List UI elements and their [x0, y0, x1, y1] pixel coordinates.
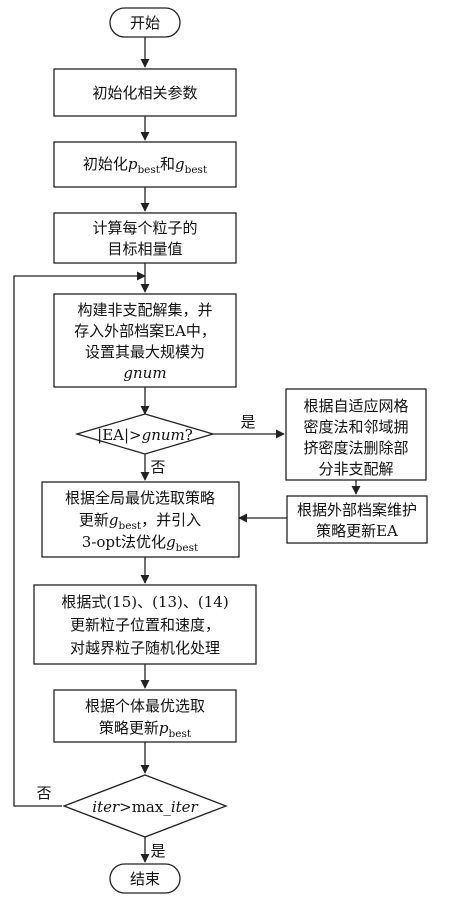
decision-iter-node: iter>max_iter	[62, 774, 228, 838]
init-best-label: 初始化pbest和gbest	[83, 155, 208, 176]
ea-no-label: 否	[150, 458, 165, 476]
delete-line1: 根据自适应网格	[303, 397, 408, 415]
edge-iter-no-loop	[13, 271, 146, 807]
particles-line2: 更新粒子位置和速度，	[70, 616, 220, 634]
end-label: 结束	[130, 870, 160, 888]
pbest-line2: 策略更新pbest	[99, 719, 192, 740]
start-label: 开始	[130, 14, 160, 32]
delete-line3: 挤密度法删除部	[303, 439, 408, 457]
pbest-line1: 根据个体最优选取	[85, 697, 205, 715]
init-best-node: 初始化pbest和gbest	[53, 141, 237, 188]
compute-fitness-line1: 计算每个粒子的	[92, 219, 197, 237]
build-nondominated-node: 构建非支配解集，并 存入外部档案EA中， 设置其最大规模为 gnum	[53, 293, 237, 388]
decision-ea-label: |EA|>gnum?	[97, 426, 193, 444]
compute-fitness-node: 计算每个粒子的 目标相量值	[53, 212, 237, 264]
decision-ea-node: |EA|>gnum?	[74, 413, 216, 455]
delete-solutions-node: 根据自适应网格 密度法和邻域拥 挤密度法删除部 分非支配解	[285, 388, 427, 481]
update-gbest-node: 根据全局最优选取策略 更新gbest，并引入 3-opt法优化gbest	[41, 481, 240, 558]
end-node: 结束	[109, 863, 181, 894]
gbest-line2: 更新gbest，并引入	[79, 511, 201, 532]
compute-fitness-line2: 目标相量值	[107, 240, 182, 258]
delete-line2: 密度法和邻域拥	[303, 418, 408, 436]
gbest-line3: 3-opt法优化gbest	[82, 533, 199, 554]
particles-line3: 对越界粒子随机化处理	[70, 639, 220, 657]
build-line2: 存入外部档案EA中，	[74, 322, 216, 340]
build-line1: 构建非支配解集，并	[77, 301, 212, 319]
ea-yes-label: 是	[240, 413, 255, 431]
decision-iter-label: iter>max_iter	[92, 798, 198, 816]
update-particles-node: 根据式(15)、(13)、(14) 更新粒子位置和速度， 对越界粒子随机化处理	[33, 584, 257, 665]
iter-yes-label: 是	[150, 842, 165, 860]
gbest-line1: 根据全局最优选取策略	[65, 489, 215, 507]
start-node: 开始	[109, 7, 181, 38]
particles-line1: 根据式(15)、(13)、(14)	[61, 593, 228, 611]
update-pbest-node: 根据个体最优选取 策略更新pbest	[53, 689, 237, 743]
init-params-label: 初始化相关参数	[92, 84, 197, 102]
build-line3: 设置其最大规模为	[85, 343, 205, 361]
maintain-line1: 根据外部档案维护	[297, 501, 417, 519]
init-params-node: 初始化相关参数	[53, 68, 237, 117]
iter-no-label: 否	[36, 784, 51, 802]
maintain-line2: 策略更新EA	[316, 522, 398, 540]
edges	[13, 37, 361, 863]
build-line4: gnum	[123, 364, 166, 382]
maintain-archive-node: 根据外部档案维护 策略更新EA	[286, 495, 428, 544]
delete-line4: 分非支配解	[318, 460, 393, 478]
